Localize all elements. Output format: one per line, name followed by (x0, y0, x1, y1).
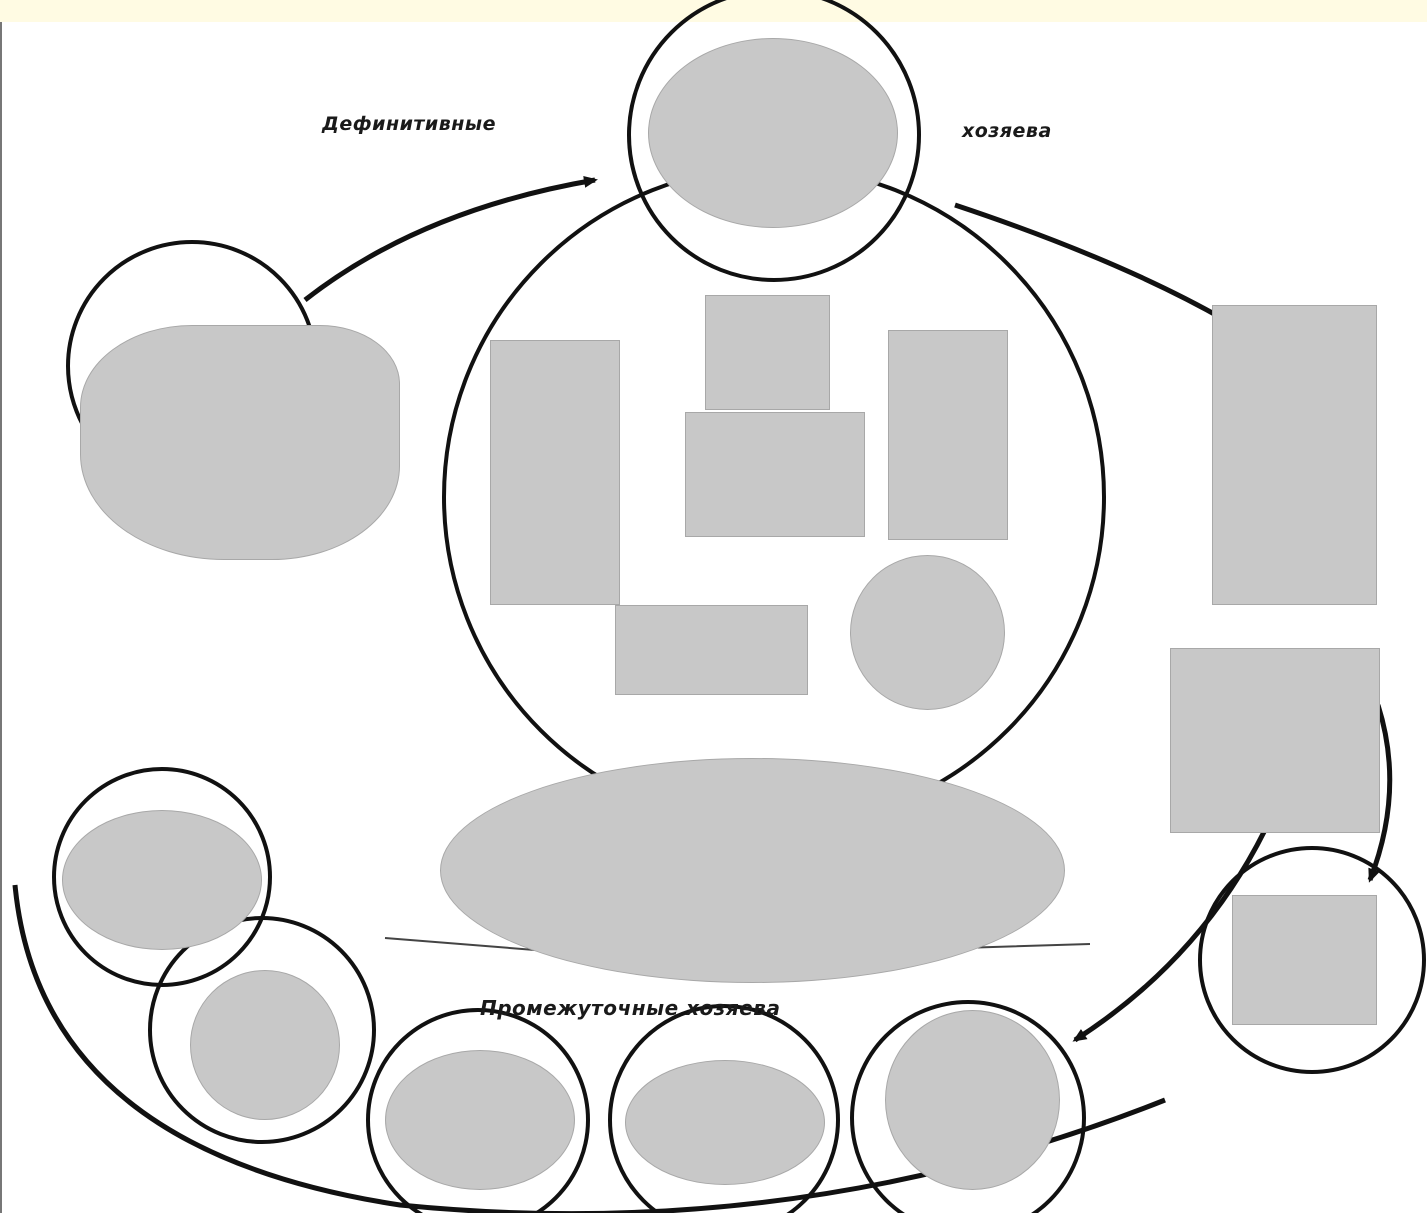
pork-meat-image (80, 325, 400, 560)
scolex-image (705, 295, 830, 410)
label-intermediate-hosts: Промежуточные хозяева (480, 996, 780, 1020)
boar-image (385, 1050, 575, 1190)
egg-image (850, 555, 1005, 710)
tapeworm-image (490, 340, 620, 605)
arrow-meat-to-human (305, 180, 595, 300)
mature-segment-image (888, 330, 1008, 540)
cat-image (190, 970, 340, 1120)
pig-image (440, 758, 1065, 983)
proglottid-image (685, 412, 865, 537)
rabbit-image (885, 1010, 1060, 1190)
eggs-cluster-image (1170, 648, 1380, 833)
sheep-image (62, 810, 262, 950)
label-definitive: Дефинитивные (322, 113, 496, 135)
intestinal-segment-image (1212, 305, 1377, 605)
arrow-human-to-intestine (955, 205, 1225, 320)
human-head-small (1232, 895, 1377, 1025)
label-hosts: хозяева (962, 120, 1052, 142)
cysticerci-in-muscle-image (615, 605, 808, 695)
dog-image (625, 1060, 825, 1185)
definitive-host-head (648, 38, 898, 228)
